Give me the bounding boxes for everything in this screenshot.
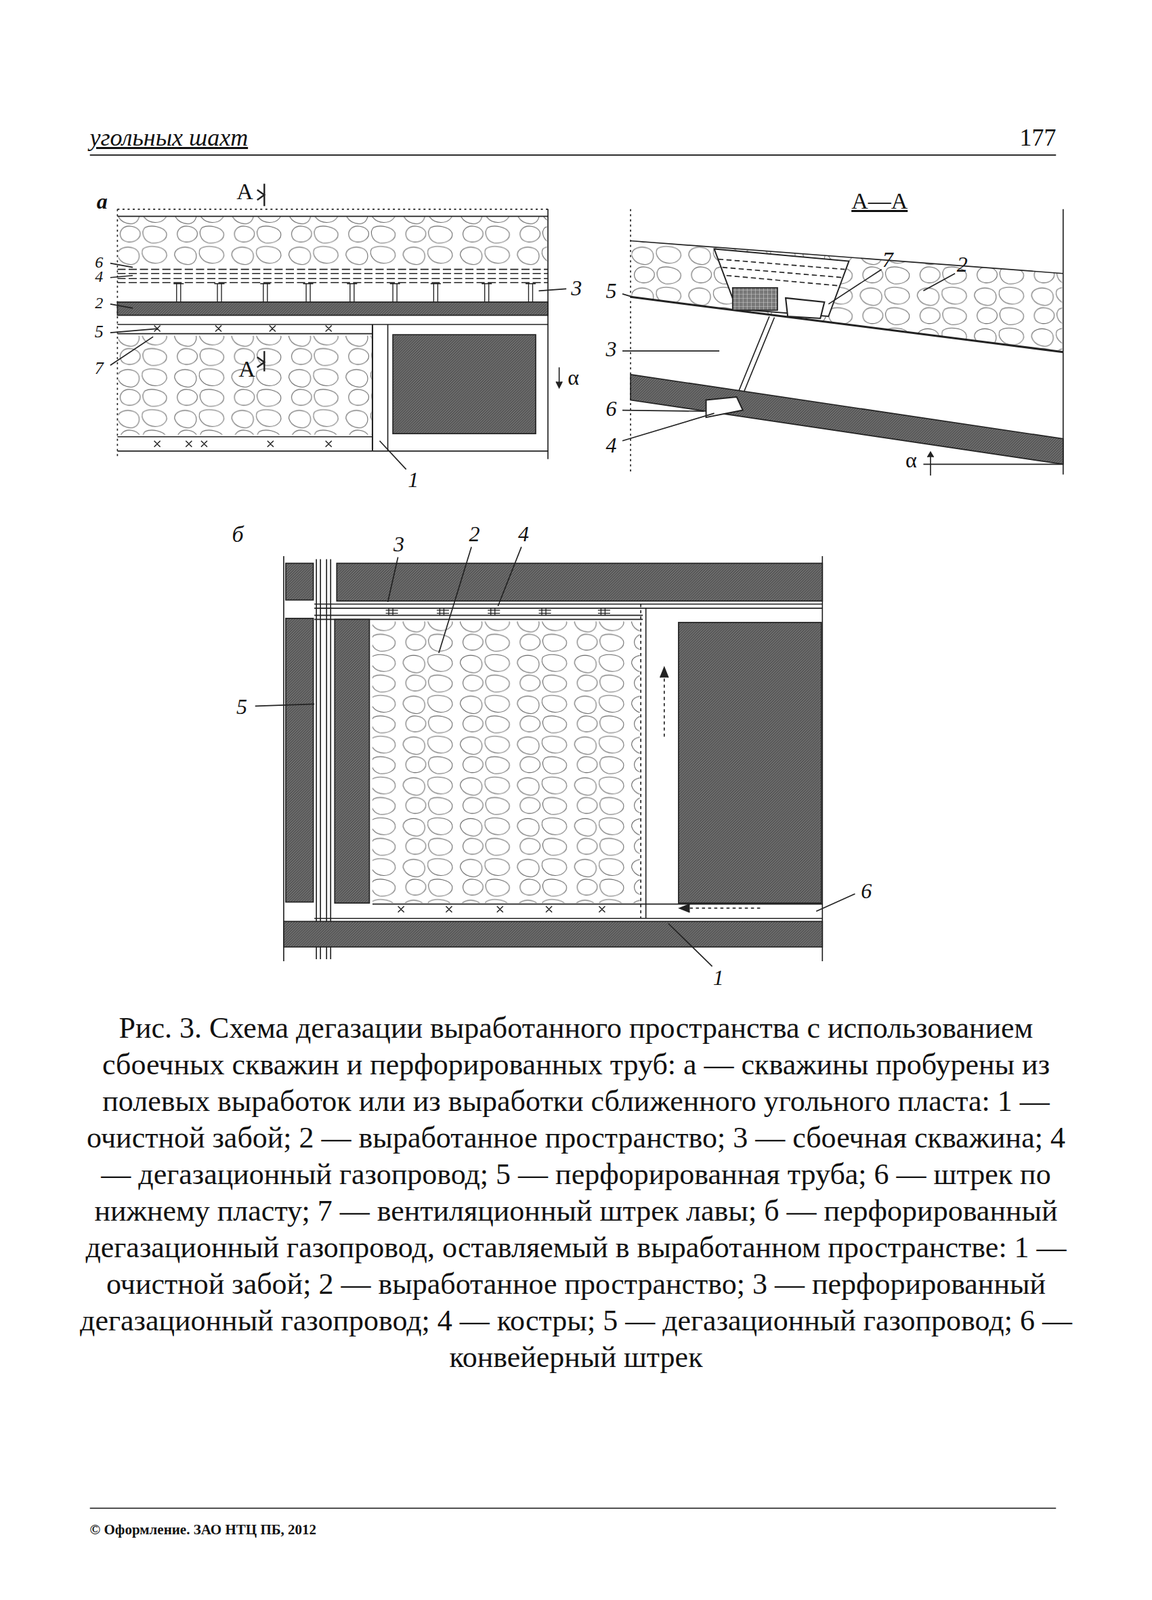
callout-label: 7 <box>94 359 104 378</box>
callout-label: 3 <box>570 276 582 299</box>
callout-label: 2 <box>94 294 103 311</box>
callout-label: 177 <box>1019 125 1056 150</box>
callout-label: б <box>231 522 244 546</box>
callout-label: © Оформление. ЗАО НТЦ ПБ, 2012 <box>90 1522 317 1537</box>
callout-label: А <box>236 180 254 204</box>
callout-label: 2 <box>469 522 481 545</box>
callout-label: α <box>905 449 917 471</box>
callout-label: 5 <box>94 323 104 341</box>
callout-label: 4 <box>94 268 103 285</box>
callout-label: А—А <box>851 189 908 213</box>
callout-label: А <box>238 357 256 381</box>
figure-caption: Рис. 3. Схема дегазации выработанного пр… <box>78 1009 1075 1376</box>
callout-label: α <box>567 366 580 389</box>
callout-label: угольных шахт <box>90 125 249 150</box>
callout-label: 5 <box>605 279 617 302</box>
callout-label: 4 <box>605 434 617 456</box>
callout-label: 3 <box>605 337 617 360</box>
callout-label: 1 <box>713 966 724 989</box>
callout-label: 5 <box>236 695 248 718</box>
callout-label: 4 <box>518 522 529 545</box>
callout-label: а <box>96 190 108 212</box>
callout-label: 6 <box>860 879 872 902</box>
callout-label: 2 <box>956 253 968 275</box>
callout-label: 3 <box>393 532 405 555</box>
callout-label: 6 <box>605 397 617 420</box>
callout-label: 1 <box>407 468 419 491</box>
callout-label: 7 <box>882 248 894 271</box>
